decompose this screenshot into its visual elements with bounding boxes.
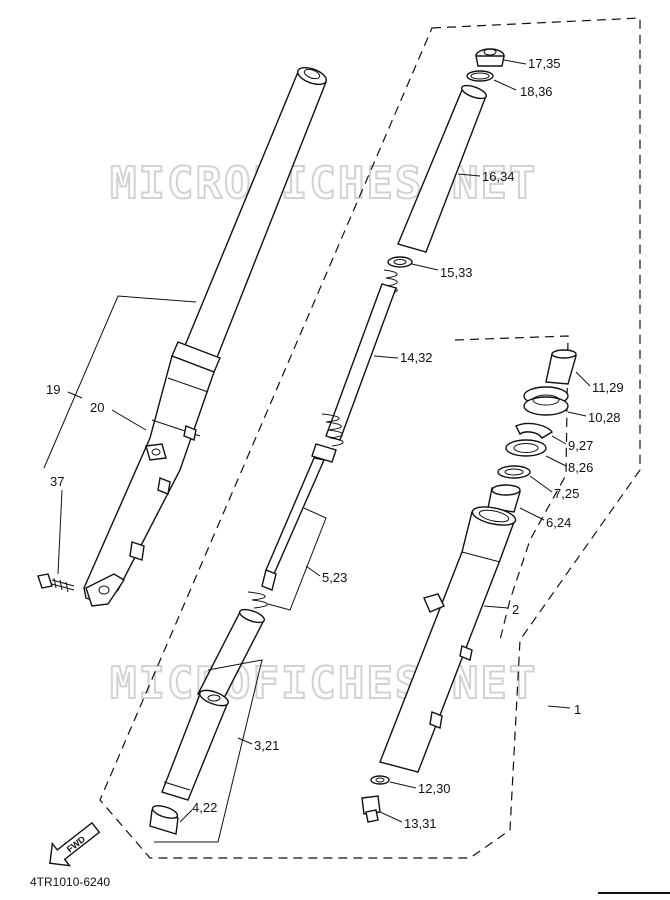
leader-19 (67, 391, 83, 399)
leader-7 (529, 475, 553, 493)
callout-1: 1 (574, 702, 581, 717)
leader-9 (551, 435, 567, 445)
watermark-bottom: MICROFICHES.NET (110, 658, 537, 709)
callout-11-29: 11,29 (592, 380, 624, 395)
callout-13-31: 13,31 (404, 816, 437, 831)
callout-8-26: 8,26 (568, 460, 593, 475)
assembled-front-fork (37, 66, 327, 607)
leader-5-bracket (267, 507, 327, 611)
callout-4-22: 4,22 (192, 800, 217, 815)
leader-14 (373, 355, 399, 359)
callout-6-24: 6,24 (546, 515, 571, 530)
leader-11 (575, 371, 591, 387)
leader-10 (567, 411, 587, 417)
leader-15 (411, 263, 439, 271)
callout-5-23: 5,23 (322, 570, 347, 585)
callout-20: 20 (90, 400, 104, 415)
leader-18 (493, 79, 517, 91)
assembly-boundary-outer (99, 17, 641, 859)
leader-2 (483, 605, 509, 609)
diagram-code: 4TR1010-6240 (30, 875, 110, 889)
leader-3 (237, 737, 253, 745)
outer-tube-column (361, 349, 577, 823)
callout-9-27: 9,27 (568, 438, 593, 453)
callout-19: 19 (46, 382, 60, 397)
inner-parts-column (149, 48, 505, 835)
callout-17-35: 17,35 (528, 56, 561, 71)
leader-37 (57, 489, 63, 575)
callout-7-25: 7,25 (554, 486, 579, 501)
leader-3-bracket (154, 659, 263, 843)
callout-18-36: 18,36 (520, 84, 553, 99)
callout-3-21: 3,21 (254, 738, 279, 753)
callout-14-32: 14,32 (400, 350, 433, 365)
leader-4 (179, 809, 193, 823)
callout-10-28: 10,28 (588, 410, 621, 425)
leader-19-bracket (43, 295, 197, 469)
leader-12 (389, 781, 417, 789)
leader-17 (503, 59, 527, 65)
assembly-boundary-inner (454, 335, 569, 641)
callout-12-30: 12,30 (418, 781, 451, 796)
callout-2: 2 (512, 602, 519, 617)
callout-37: 37 (50, 474, 64, 489)
leader-16 (457, 173, 481, 177)
leader-20 (111, 409, 147, 431)
watermark-top: MICROFICHES.NET (110, 158, 537, 209)
callout-16-34: 16,34 (482, 169, 515, 184)
callout-15-33: 15,33 (440, 265, 473, 280)
leader-13 (379, 811, 403, 823)
fwd-arrow-icon: FWD (49, 821, 101, 867)
leader-5 (305, 565, 321, 577)
leader-6 (519, 507, 545, 521)
leader-8 (545, 455, 567, 467)
leader-1 (547, 705, 571, 709)
